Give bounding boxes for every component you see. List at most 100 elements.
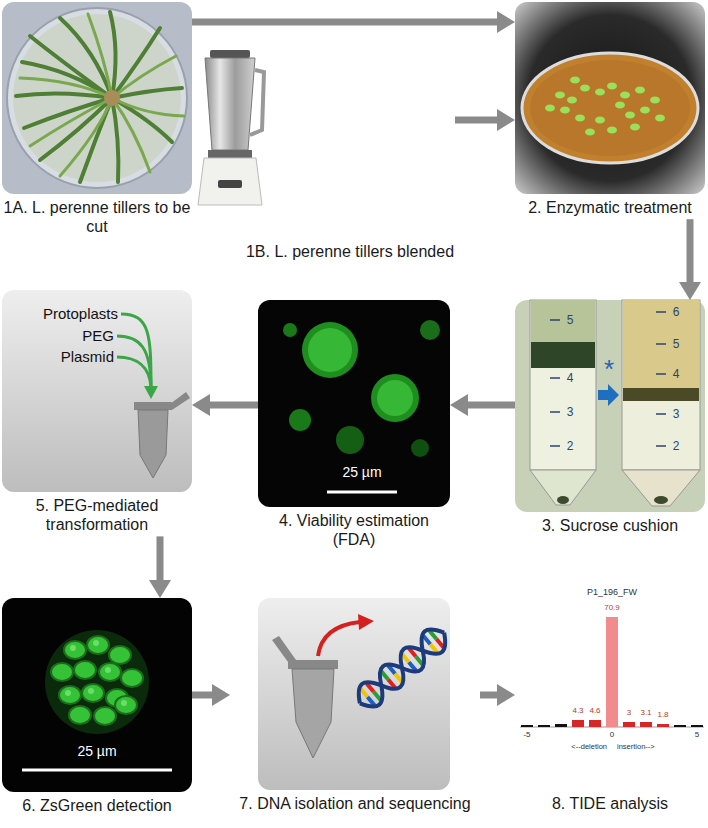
- bar-value: 4.3: [572, 707, 583, 715]
- blender-icon: [218, 180, 242, 188]
- zsgreen-micrograph: [69, 706, 91, 724]
- chart-title: P1_196_FW: [587, 588, 637, 597]
- zsgreen-micrograph: [121, 700, 127, 706]
- dna-panel: [258, 598, 450, 790]
- zsgreen-micrograph: [74, 661, 96, 679]
- flow-arrow: [455, 109, 515, 131]
- fda-micrograph: [420, 320, 440, 340]
- blender-icon: [205, 58, 255, 150]
- tube-photo: [550, 411, 560, 413]
- enzyme-dish-photo: [595, 117, 605, 124]
- red-arrow: [318, 622, 360, 656]
- tide-chart: [674, 725, 686, 727]
- tillers-photo: [20, 14, 184, 176]
- tide-chart: [572, 720, 584, 727]
- bar-value: 1.8: [657, 711, 668, 719]
- zsgreen-micrograph: [64, 641, 86, 659]
- tube-icon: [288, 660, 338, 669]
- zsgreen-micrograph: [59, 686, 81, 704]
- fda-micrograph: [289, 409, 311, 431]
- band-marker: *: [604, 356, 614, 382]
- tide-chart: [623, 722, 635, 727]
- arrow-shaft: [192, 19, 499, 26]
- tide-chart: [589, 720, 601, 727]
- tillers-photo: [88, 14, 112, 98]
- step-panel: 4. Viability estimation (FDA): [258, 300, 450, 551]
- tube-icon: [134, 402, 172, 410]
- step-caption: 6. ZsGreen detection: [2, 792, 192, 817]
- dna-helix: [402, 654, 409, 662]
- tube-icon: [138, 410, 168, 478]
- flow-arrow: [192, 684, 230, 706]
- tube-photo: [656, 373, 666, 375]
- blender-icon: [198, 158, 262, 205]
- step-caption: 1A. L. perenne tillers to be cut: [2, 194, 192, 238]
- enzyme-dish-photo: [607, 127, 617, 134]
- arrow-shaft: [466, 402, 515, 409]
- arrow-shaft: [687, 219, 694, 284]
- flow-arrow: [450, 394, 515, 416]
- tube-photo: [623, 300, 699, 388]
- tube-photo: [515, 300, 705, 512]
- step-panel: 2. Enzymatic treatment: [515, 2, 705, 219]
- enzyme-dish-photo: [545, 77, 665, 136]
- blender-icon: [198, 50, 264, 205]
- dna-helix: [395, 674, 402, 682]
- graduation: 3: [567, 406, 574, 418]
- tide-chart: [520, 617, 704, 727]
- enzyme-dish-photo: [615, 102, 625, 109]
- graduation: 2: [567, 440, 574, 452]
- arrow-shaft: [480, 692, 499, 699]
- step-caption: 4. Viability estimation (FDA): [258, 507, 450, 551]
- zsgreen-micrograph: [109, 646, 131, 664]
- tube-photo: [557, 496, 569, 504]
- arrow-head: [212, 684, 230, 706]
- transformation-panel: [2, 290, 192, 492]
- arrow-shaft: [157, 536, 164, 582]
- tube-photo: [656, 413, 666, 415]
- graduation: 4: [673, 368, 680, 380]
- graduation: 5: [567, 314, 574, 326]
- zsgreen-micrograph: [105, 667, 111, 673]
- enzyme-dish-photo: [575, 115, 585, 122]
- tide-chart: [640, 722, 652, 727]
- input-label: PEG: [82, 328, 114, 343]
- bar-value: 3: [627, 709, 631, 717]
- merge-arrow: [117, 314, 151, 388]
- fda-micrograph: [258, 300, 450, 507]
- fda-micrograph: [371, 374, 419, 422]
- dna-helix: [360, 688, 367, 696]
- axis-tick: 5: [695, 731, 699, 739]
- red-arrow: [358, 614, 374, 630]
- bar-value: 4.6: [589, 707, 600, 715]
- zsgreen-micrograph: [121, 669, 143, 687]
- dna-helix: [381, 671, 388, 679]
- tillers-photo: [7, 8, 187, 188]
- step-caption: 2. Enzymatic treatment: [515, 194, 705, 219]
- step-panel: 8. TIDE analysis: [515, 598, 705, 815]
- tube-photo: [531, 342, 595, 368]
- enzyme-dish-photo: [655, 115, 665, 122]
- dna-helix: [351, 622, 453, 713]
- axis-tick: 0: [610, 731, 614, 739]
- tube-photo: [656, 343, 666, 345]
- flow-arrow: [149, 536, 171, 598]
- graduation: 4: [567, 372, 574, 384]
- tide-chart: [691, 725, 703, 727]
- zsgreen-micrograph: [99, 663, 121, 681]
- bar-value: 70.9: [604, 604, 620, 612]
- graduation: 2: [673, 440, 680, 452]
- transformation-panel: [2, 290, 192, 492]
- zsgreen-micrograph: [51, 663, 73, 681]
- step-caption: 7. DNA isolation and sequencing: [230, 790, 480, 815]
- input-label: Plasmid: [61, 349, 114, 364]
- tillers-photo: [13, 14, 181, 182]
- enzyme-dish-photo: [635, 87, 645, 94]
- step-caption: 1B. L. perenne tillers blended: [195, 238, 455, 263]
- tillers-photo: [20, 78, 112, 98]
- tillers-photo: [112, 56, 176, 98]
- step-panel: 5. PEG-mediated transformation: [2, 290, 192, 536]
